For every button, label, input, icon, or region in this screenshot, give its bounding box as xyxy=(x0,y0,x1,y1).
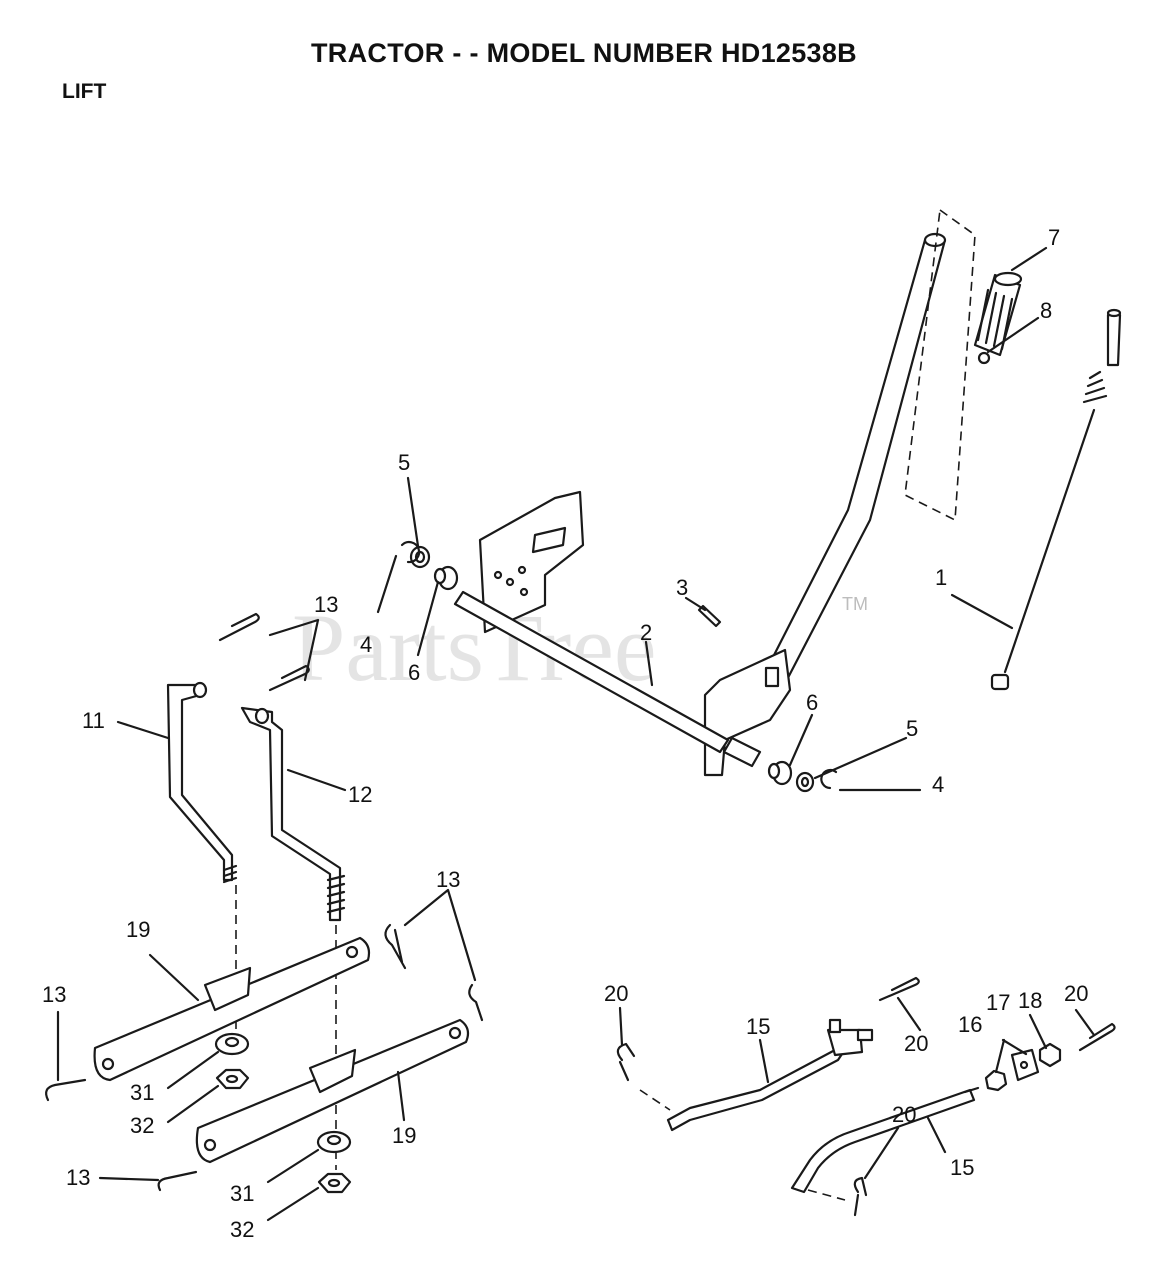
diagram-title: TRACTOR - - MODEL NUMBER HD12538B xyxy=(311,38,857,68)
section-title: LIFT xyxy=(62,80,107,103)
hairpin-clip-20[interactable] xyxy=(878,976,920,1002)
handle-grip-outline xyxy=(904,208,976,522)
callout: 19 xyxy=(392,1123,416,1148)
leader-lines xyxy=(56,246,1096,1222)
nut-upper[interactable] xyxy=(215,1068,250,1090)
callout: 19 xyxy=(126,917,150,942)
hairpin-clip[interactable] xyxy=(157,1170,198,1192)
callout: 13 xyxy=(66,1165,90,1190)
hairpin-clip[interactable] xyxy=(384,923,407,970)
nut-18[interactable] xyxy=(1038,1042,1062,1068)
callout: 32 xyxy=(130,1113,154,1138)
ferrule-lower[interactable] xyxy=(316,1130,352,1154)
ferrule-upper[interactable] xyxy=(214,1032,250,1056)
callout: 4 xyxy=(360,632,372,657)
alignment-line xyxy=(807,1189,846,1201)
callout-labels: 7 8 5 1 3 13 4 6 2 11 12 6 5 4 13 19 13 … xyxy=(42,225,1088,1242)
nut-16[interactable] xyxy=(984,1069,1008,1092)
lift-arm-lower[interactable] xyxy=(195,1018,470,1164)
lift-link-left[interactable] xyxy=(166,681,238,884)
lift-rod-right[interactable] xyxy=(790,1086,980,1194)
callout: 5 xyxy=(906,716,918,741)
callout: 6 xyxy=(806,690,818,715)
bushing-left[interactable] xyxy=(433,565,459,591)
callout: 15 xyxy=(746,1014,770,1039)
callout: 3 xyxy=(676,575,688,600)
callout: 16 xyxy=(958,1012,982,1037)
callout: 5 xyxy=(398,450,410,475)
hairpin-clip[interactable] xyxy=(45,1078,87,1102)
lift-handle[interactable] xyxy=(703,232,947,777)
callout: 20 xyxy=(904,1031,928,1056)
watermark-trademark: TM xyxy=(842,594,868,614)
callout: 32 xyxy=(230,1217,254,1242)
lift-rod-left[interactable] xyxy=(666,1018,874,1132)
hairpin-clip-20[interactable] xyxy=(1078,1022,1116,1052)
hairpin-clip[interactable] xyxy=(268,664,310,692)
nut-lower[interactable] xyxy=(317,1172,352,1194)
alignment-line xyxy=(639,1089,671,1111)
callout: 18 xyxy=(1018,988,1042,1013)
callout: 20 xyxy=(892,1102,916,1127)
callout: 13 xyxy=(42,982,66,1007)
callout: 31 xyxy=(230,1181,254,1206)
callout: 12 xyxy=(348,782,372,807)
callout: 7 xyxy=(1048,225,1060,250)
retaining-ring-left[interactable] xyxy=(400,540,421,564)
callout: 20 xyxy=(604,981,628,1006)
hairpin-clip-20[interactable] xyxy=(853,1176,868,1217)
callout: 6 xyxy=(408,660,420,685)
bushing-right[interactable] xyxy=(767,760,793,786)
callout: 2 xyxy=(640,620,652,645)
washer-right[interactable] xyxy=(795,771,815,793)
lift-link-right[interactable] xyxy=(240,706,346,922)
grip-plug[interactable] xyxy=(977,351,991,365)
hairpin-clip[interactable] xyxy=(218,612,260,642)
callout: 15 xyxy=(950,1155,974,1180)
hairpin-clip-20[interactable] xyxy=(616,1042,636,1082)
callout: 13 xyxy=(314,592,338,617)
callout: 8 xyxy=(1040,298,1052,323)
lift-shaft[interactable] xyxy=(453,590,762,768)
trunnion-17[interactable] xyxy=(1010,1048,1040,1082)
lift-arm-upper[interactable] xyxy=(93,936,371,1082)
callout: 20 xyxy=(1064,981,1088,1006)
callout: 13 xyxy=(436,867,460,892)
callout: 11 xyxy=(82,708,105,733)
callout: 17 xyxy=(986,990,1010,1015)
hairpin-clip[interactable] xyxy=(468,983,484,1022)
handle-grip[interactable] xyxy=(973,271,1023,357)
lift-rod[interactable] xyxy=(990,308,1122,691)
callout: 4 xyxy=(932,772,944,797)
callout: 1 xyxy=(935,565,947,590)
cotter-pin[interactable] xyxy=(697,604,722,628)
callout: 31 xyxy=(130,1080,154,1105)
